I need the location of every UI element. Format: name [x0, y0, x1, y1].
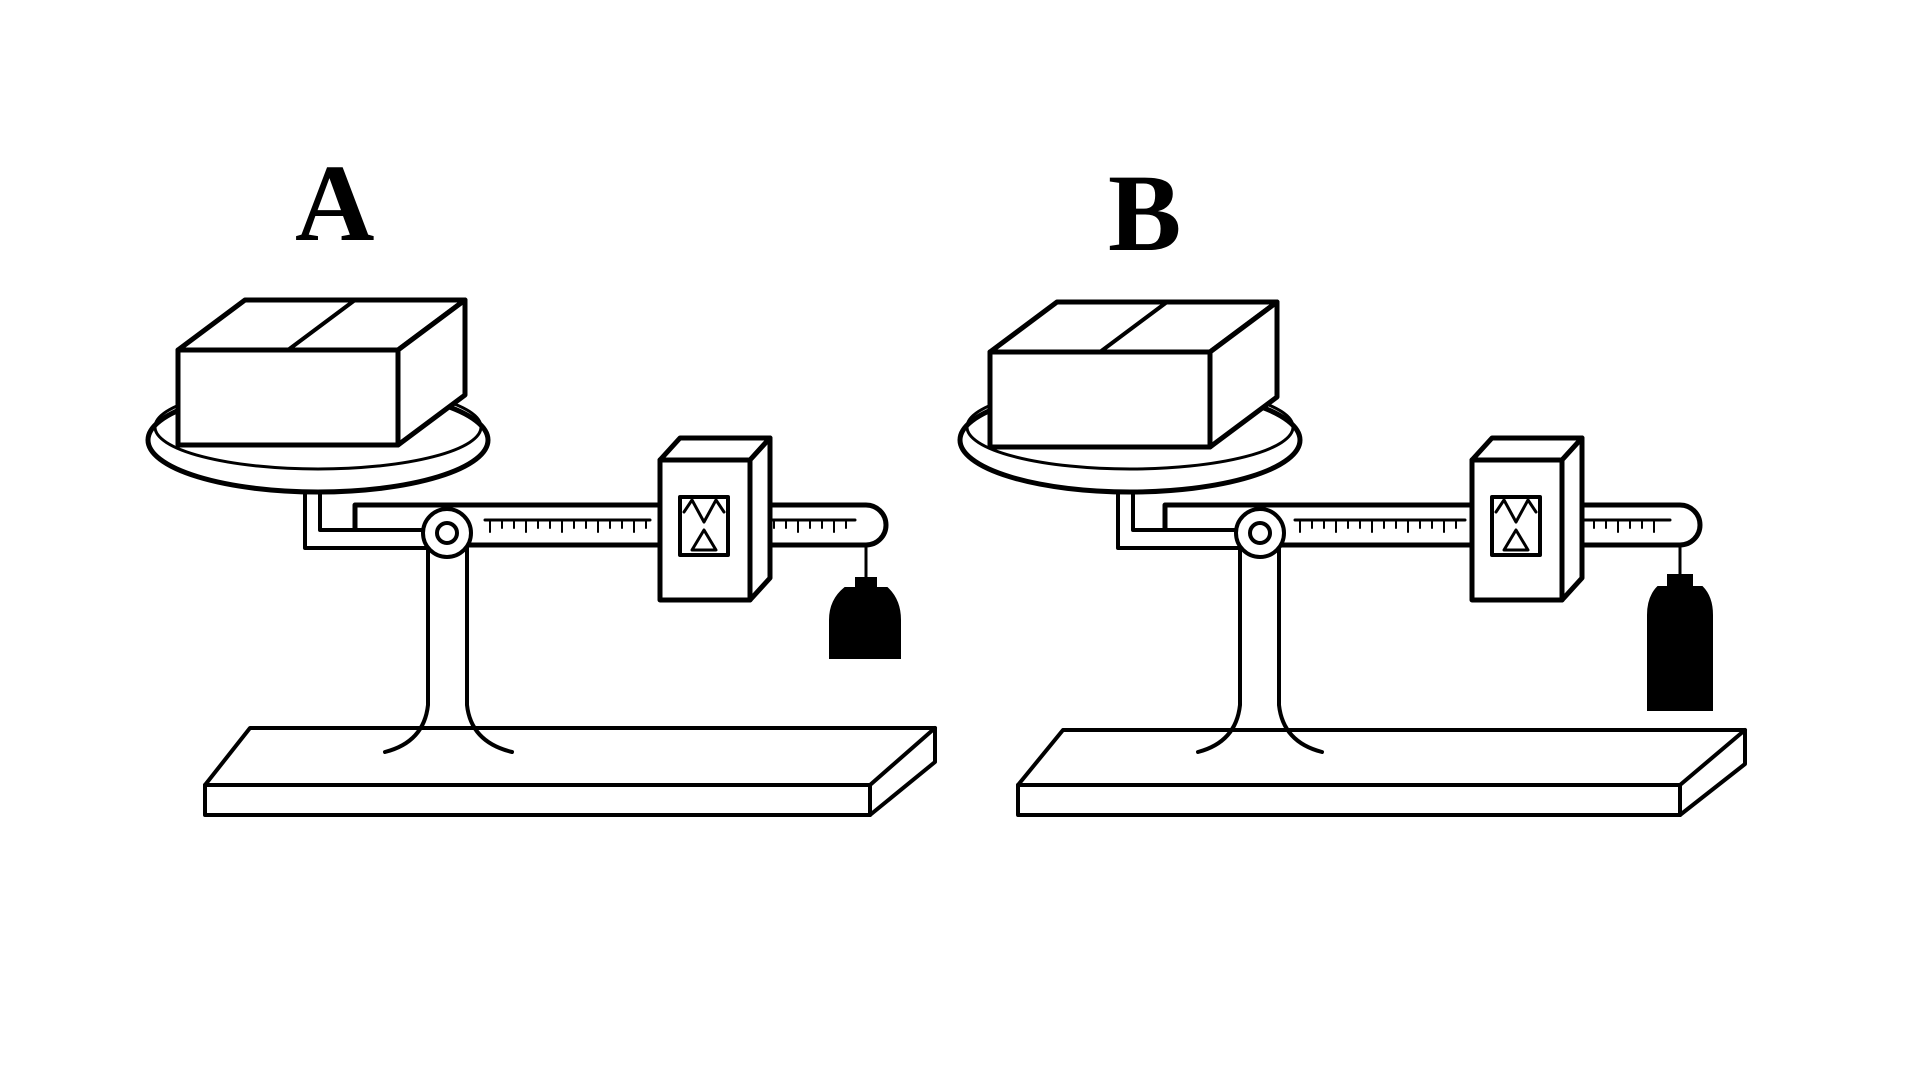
- scale-a: A: [145, 142, 937, 817]
- scale-a-base: [203, 726, 937, 817]
- scale-a-label: A: [295, 142, 374, 264]
- scale-b-pivot: [1234, 507, 1286, 559]
- scale-a-box: [175, 297, 468, 448]
- scale-a-pivot: [421, 507, 473, 559]
- scale-a-rider: [657, 435, 773, 603]
- scale-b-base: [1016, 728, 1747, 817]
- scale-a-hanging-weight: [829, 543, 901, 659]
- scale-b-label: B: [1108, 152, 1181, 274]
- scale-b-box: [987, 299, 1280, 450]
- scale-b-rider: [1469, 435, 1585, 603]
- scale-b-hanging-weight: [1647, 543, 1713, 711]
- scale-b: B: [957, 152, 1747, 817]
- scale-b-pillar: [1196, 538, 1324, 754]
- scale-a-pillar: [383, 538, 514, 754]
